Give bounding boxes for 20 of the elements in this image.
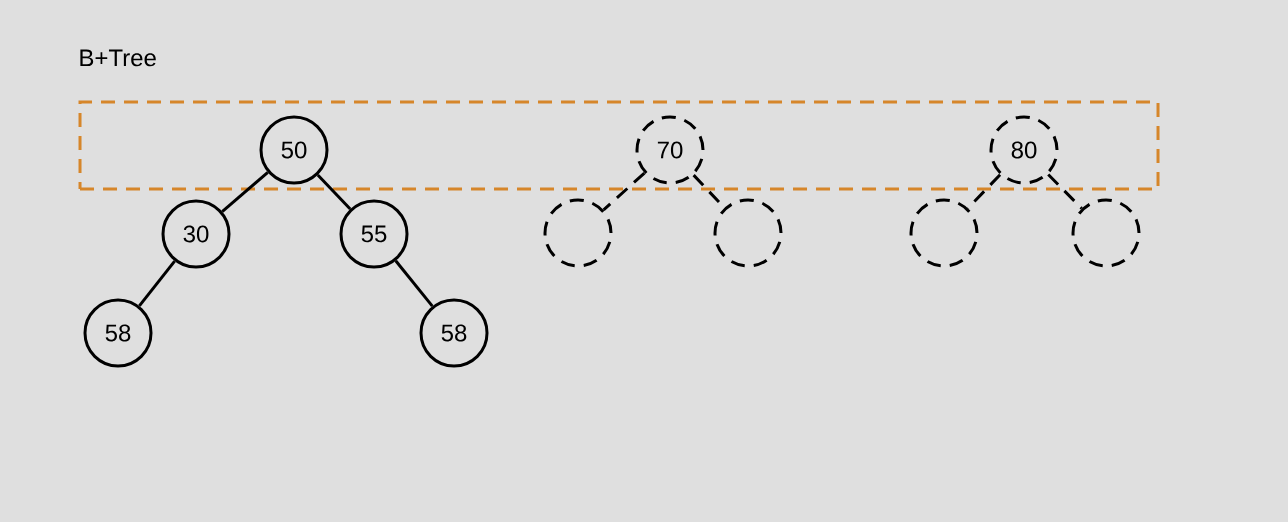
tree-node: 30 xyxy=(161,199,231,269)
tree-node xyxy=(1071,198,1141,268)
connector xyxy=(602,171,646,211)
connector xyxy=(394,259,434,308)
connector xyxy=(1047,173,1083,210)
tree-node: 50 xyxy=(259,115,329,185)
tree-node: 58 xyxy=(83,298,153,368)
title: B+Tree xyxy=(80,49,156,67)
tree-node xyxy=(909,198,979,268)
connector xyxy=(138,260,176,307)
tree-node: 70 xyxy=(635,115,705,185)
connector xyxy=(316,173,352,211)
tree-node: 55 xyxy=(339,199,409,269)
connector xyxy=(221,171,269,213)
connector xyxy=(966,173,1002,210)
tree-node xyxy=(713,198,783,268)
tree-node: 80 xyxy=(989,115,1059,185)
tree-node xyxy=(543,198,613,268)
group-box xyxy=(78,100,1160,191)
tree-node: 58 xyxy=(419,298,489,368)
